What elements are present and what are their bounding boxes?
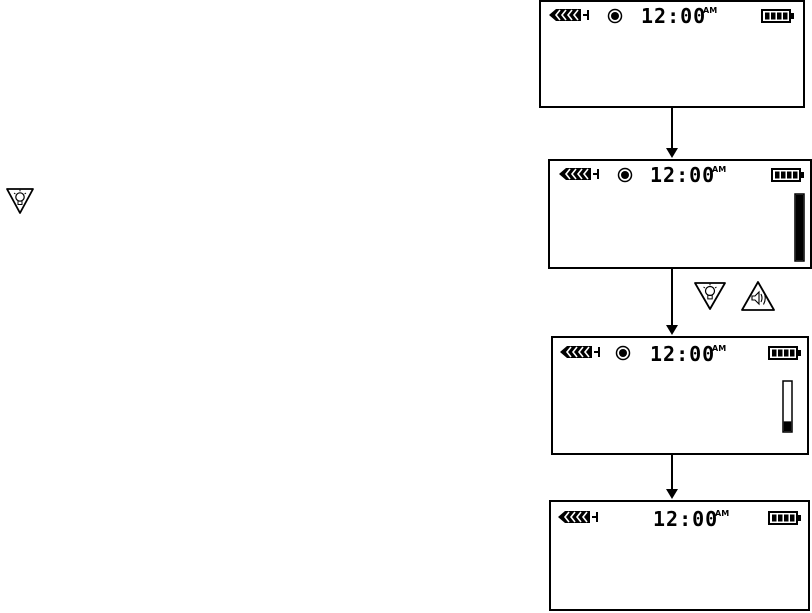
record-dot-icon [617, 167, 633, 183]
lcd-screen-1: 12:00 AM [539, 0, 805, 108]
clock-time: 12:00 [641, 6, 706, 26]
lightbulb-tip-icon [693, 280, 727, 312]
record-dot-icon [615, 345, 631, 361]
clock-ampm: AM [715, 510, 729, 518]
status-bar: 12:00 AM [551, 502, 808, 528]
clock-ampm: AM [712, 166, 726, 174]
clock-time: 12:00 [650, 344, 715, 364]
flow-arrow [664, 455, 680, 501]
battery-full-icon [771, 168, 805, 182]
tether-signal-icon [547, 8, 591, 22]
tether-signal-icon [558, 345, 602, 359]
flow-arrow [664, 108, 680, 160]
tether-signal-icon [556, 510, 600, 524]
level-bar [782, 380, 794, 434]
clock-time: 12:00 [653, 509, 718, 529]
battery-full-icon [768, 346, 802, 360]
flow-arrow [664, 269, 680, 337]
lcd-screen-2: 12:00 AM [548, 159, 812, 269]
speaker-sound-icon [740, 280, 776, 312]
tether-signal-icon [557, 167, 601, 181]
clock-time: 12:00 [650, 165, 715, 185]
level-bar [794, 193, 806, 263]
clock-ampm: AM [712, 345, 726, 353]
lcd-screen-4: 12:00 AM [549, 500, 810, 611]
lcd-screen-3: 12:00 AM [551, 336, 809, 455]
status-bar: 12:00 AM [541, 2, 803, 28]
status-bar: 12:00 AM [550, 161, 810, 187]
battery-full-icon [761, 9, 795, 23]
battery-full-icon [768, 511, 802, 525]
lightbulb-tip-icon [5, 186, 35, 216]
status-bar: 12:00 AM [553, 338, 807, 364]
record-dot-icon [607, 8, 623, 24]
clock-ampm: AM [703, 7, 717, 15]
